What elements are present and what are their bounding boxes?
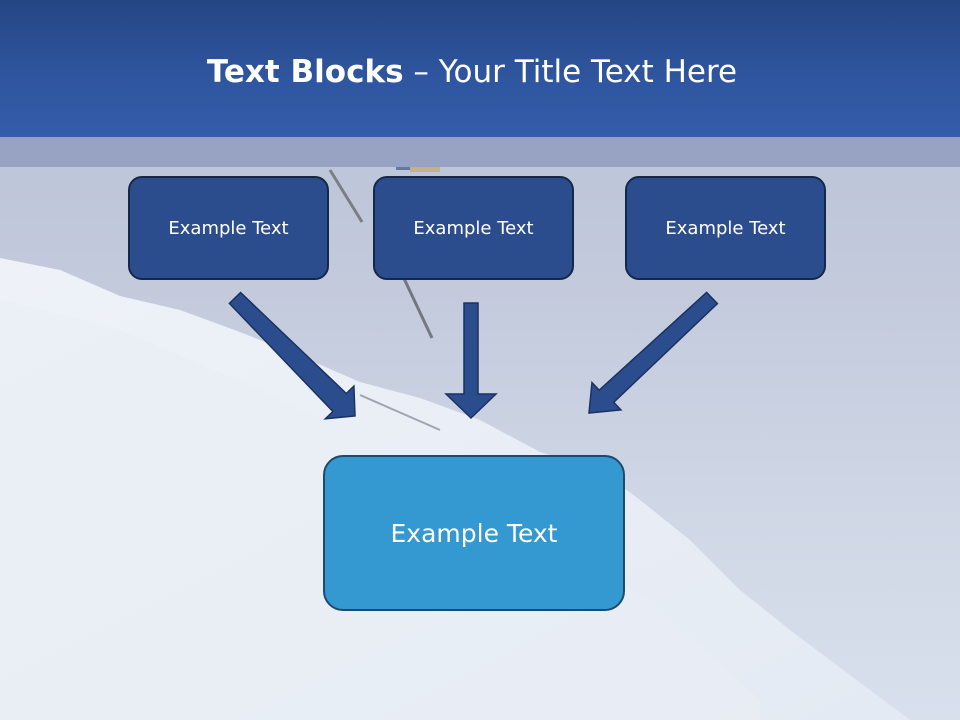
main-text-block-label: Example Text — [390, 518, 558, 548]
main-text-block[interactable]: Example Text — [323, 455, 625, 611]
title-rest: – Your Title Text Here — [403, 54, 738, 90]
text-block-1[interactable]: Example Text — [128, 176, 329, 280]
title-bold: Text Blocks — [206, 54, 404, 90]
text-block-2[interactable]: Example Text — [373, 176, 574, 280]
text-block-3-label: Example Text — [665, 217, 786, 239]
slide-title: Text Blocks – Your Title Text Here — [0, 54, 944, 90]
header-band — [0, 137, 960, 167]
text-block-2-label: Example Text — [413, 217, 534, 239]
skier-figure — [328, 160, 441, 431]
text-block-1-label: Example Text — [168, 217, 289, 239]
header-bar — [0, 0, 960, 137]
text-block-3[interactable]: Example Text — [625, 176, 826, 280]
